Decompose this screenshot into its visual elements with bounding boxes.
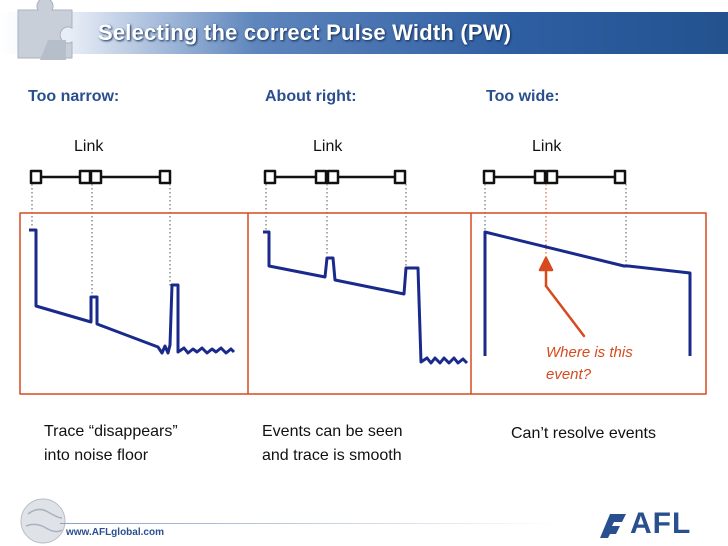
caption-about-right-line2: and trace is smooth <box>262 447 402 464</box>
puzzle-piece-icon <box>17 0 73 60</box>
link-label-2: Link <box>313 138 343 155</box>
link-diagram-2 <box>263 169 407 185</box>
caption-too-wide: Can’t resolve events <box>511 422 656 446</box>
link-label-3: Link <box>532 138 562 155</box>
link-diagram-1 <box>29 169 172 185</box>
title-bar <box>0 12 728 54</box>
caption-about-right-line1: Events can be seen <box>262 423 403 440</box>
caption-too-wide-line1: Can’t resolve events <box>511 425 656 442</box>
trace-about-right <box>263 230 469 365</box>
footer-url[interactable]: www.AFLglobal.com <box>66 527 164 538</box>
link-diagram-3 <box>482 169 627 185</box>
afl-logo-text: AFL <box>630 507 692 540</box>
annotation-arrow <box>538 256 586 338</box>
slide-title: Selecting the correct Pulse Width (PW) <box>98 20 512 45</box>
heading-too-narrow: Too narrow: <box>28 88 120 105</box>
globe-icon <box>20 498 66 544</box>
heading-about-right: About right: <box>265 88 357 105</box>
annotation-text: Where is this event? <box>546 342 633 386</box>
caption-too-narrow: Trace “disappears” into noise floor <box>44 420 178 468</box>
trace-too-narrow <box>29 228 236 355</box>
guide-lines <box>31 184 627 296</box>
trace-frames <box>19 212 707 395</box>
afl-logo-icon <box>600 514 626 538</box>
caption-too-narrow-line1: Trace “disappears” <box>44 423 178 440</box>
caption-too-narrow-line2: into noise floor <box>44 447 149 464</box>
annotation-line2: event? <box>546 366 592 383</box>
footer-divider <box>60 523 560 524</box>
annotation-line1: Where is this <box>546 344 633 361</box>
caption-about-right: Events can be seen and trace is smooth <box>262 420 403 468</box>
heading-too-wide: Too wide: <box>486 88 560 105</box>
link-label-1: Link <box>74 138 104 155</box>
trace-too-wide <box>483 230 692 356</box>
